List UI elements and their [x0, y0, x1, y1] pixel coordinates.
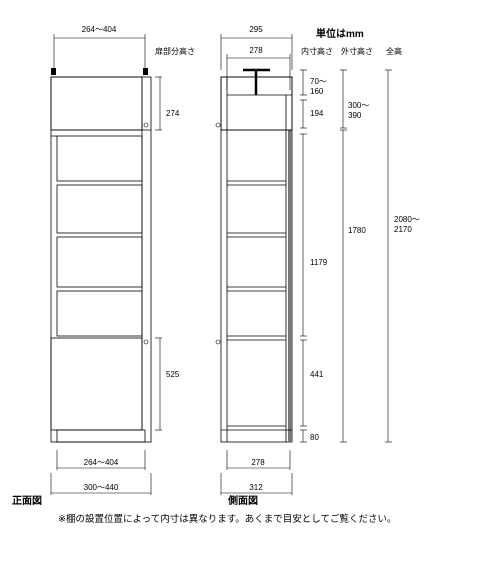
front-inner-width: 264～404: [84, 458, 119, 467]
front-lower-door: [50, 337, 143, 431]
inner-mid-dim: 1179: [310, 258, 328, 267]
side-view: 295 278 278: [215, 25, 293, 507]
front-door-lower-height: 525: [166, 370, 180, 379]
side-cabinet-outline: [220, 76, 293, 443]
front-shelf-2: [56, 184, 143, 234]
total-height-header: 全高: [386, 46, 402, 56]
front-shelf-3: [56, 236, 143, 288]
inner-low-dim: 441: [310, 370, 324, 379]
height-dimensions: 70～160 194 1179 441 80 300～390 1780: [300, 69, 420, 443]
side-upper-hinge: [215, 122, 221, 128]
footnote: ※棚の設置位置によって内寸は異なります。あくまで目安としてご覧ください。: [58, 513, 396, 525]
front-bracket-right: [143, 68, 148, 75]
side-outer-depth: 312: [249, 483, 263, 492]
front-top-width-label: 264～404: [82, 25, 117, 34]
inner-base-dim: 80: [310, 433, 319, 442]
side-caption: 側面図: [227, 494, 258, 507]
front-outer-width: 300～440: [84, 483, 119, 492]
front-upper-door: [50, 76, 143, 131]
front-base: [56, 429, 146, 443]
front-door-upper-height: 274: [166, 109, 180, 118]
front-upper-hinge: [143, 122, 149, 128]
side-top-depth: 295: [249, 25, 263, 34]
front-caption: 正面図: [12, 495, 42, 507]
front-view: 264～404 274 525 264～404: [12, 25, 180, 507]
inner-height-header: 内寸高さ: [301, 46, 333, 56]
outer-top-dim: 300～390: [348, 101, 369, 120]
outer-height-header: 外寸高さ: [341, 46, 373, 56]
side-lower-hinge: [215, 339, 221, 345]
inner-top-dim: 194: [310, 109, 324, 118]
gap-dim: 70～160: [310, 77, 327, 96]
total-dim: 2080～2170: [394, 215, 420, 234]
front-cabinet-outline: [50, 76, 152, 443]
side-bottom-inner-depth: 278: [251, 458, 265, 467]
outer-body-dim: 1780: [348, 226, 366, 235]
side-back-panel: [288, 130, 292, 442]
side-inner-depth: 278: [249, 46, 263, 55]
unit-label: 単位はmm: [316, 27, 364, 40]
door-height-header: 扉部分高さ: [155, 46, 195, 56]
front-lower-hinge: [143, 339, 149, 345]
front-shelf-4: [56, 290, 143, 337]
front-shelf-1: [56, 135, 143, 182]
front-bracket-left: [51, 68, 56, 75]
